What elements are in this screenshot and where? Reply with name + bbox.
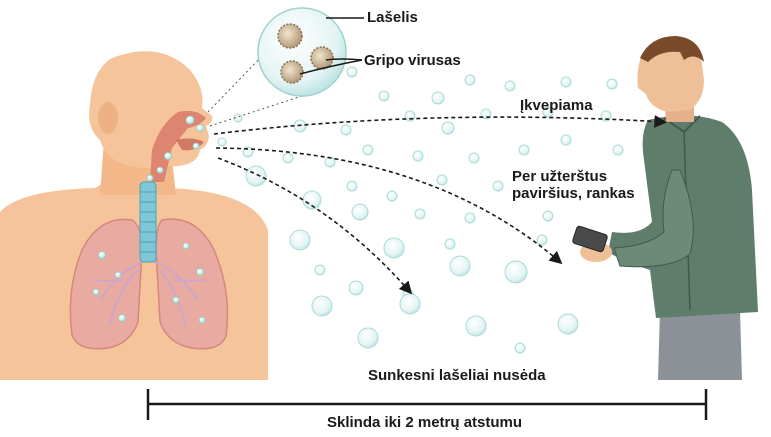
magnified-droplet-circle [258, 8, 346, 96]
surfaces-label-line-2: paviršius, rankas [512, 185, 635, 202]
surfaces-label: Per užterštus paviršius, rankas [512, 168, 635, 203]
droplet-label: Lašelis [367, 9, 418, 26]
inhaled-label: Įkvepiama [520, 97, 593, 114]
ear-shape [98, 102, 118, 134]
infected-person-figure [0, 51, 268, 380]
flu-virus-label: Gripo virusas [364, 52, 461, 69]
distance-label: Sklinda iki 2 metrų atstumu [327, 414, 522, 431]
surfaces-label-line-1: Per užterštus [512, 168, 635, 185]
pants-shape [658, 310, 742, 380]
phone-shape [572, 225, 608, 252]
settle-label: Sunkesni lašeliai nusėda [368, 367, 546, 384]
arrow-inhaled [214, 117, 664, 134]
magnified-droplet [208, 8, 364, 126]
exposed-person-figure [572, 36, 758, 380]
trajectory-arrows [214, 117, 664, 292]
